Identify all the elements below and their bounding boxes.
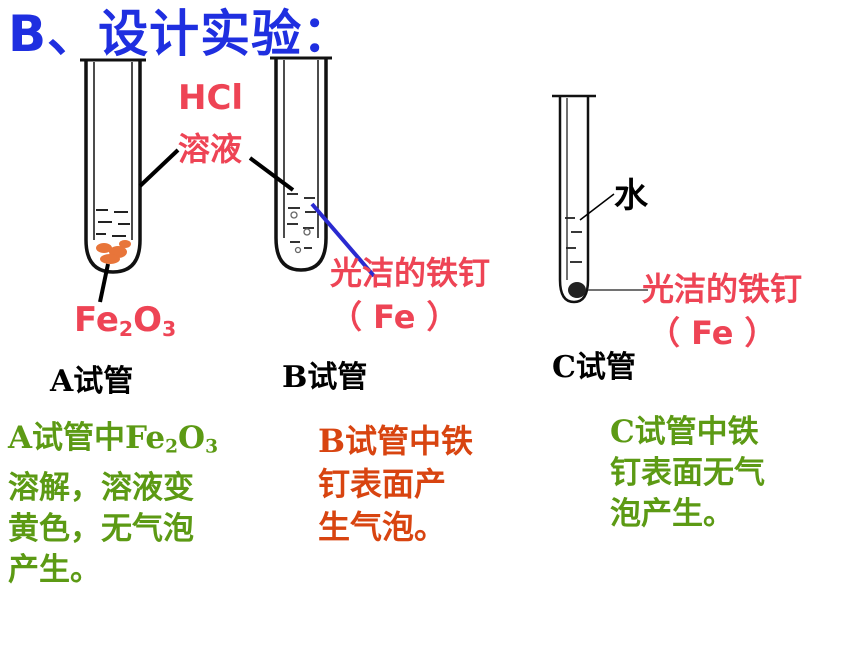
test-tube-b bbox=[270, 56, 332, 272]
fe2o3-powder bbox=[96, 240, 131, 264]
test-tube-a bbox=[80, 58, 146, 274]
observation-c-line1: C试管中铁 bbox=[610, 414, 759, 450]
pointer-nail-b bbox=[310, 202, 376, 278]
tube-c-label: C试管 bbox=[552, 350, 636, 385]
water-label: 水 bbox=[614, 176, 648, 216]
observation-a-line2: 溶解，溶液变 bbox=[8, 469, 194, 506]
observation-b: B试管中铁 钉表面产 生气泡。 bbox=[318, 420, 473, 549]
hcl-label: HCl bbox=[178, 78, 244, 118]
fe2o3-label: Fe2O3 bbox=[74, 300, 177, 342]
hcl-solution-a bbox=[96, 209, 130, 237]
pointer-hcl-b bbox=[248, 156, 295, 192]
observation-b-line3: 生气泡。 bbox=[318, 508, 447, 546]
iron-nail-label-c: 光洁的铁钉 bbox=[642, 270, 803, 308]
observation-b-line2: 钉表面产 bbox=[318, 465, 447, 503]
water-c bbox=[565, 217, 582, 263]
tube-a-label: A试管 bbox=[50, 364, 134, 399]
gas-bubbles bbox=[290, 211, 311, 254]
observation-c-line2: 钉表面无气 bbox=[610, 455, 765, 491]
test-tube-c bbox=[552, 94, 596, 304]
observation-a-line3: 黄色，无气泡 bbox=[8, 510, 194, 547]
solution-label: 溶液 bbox=[178, 130, 243, 168]
observation-a-line1: A试管中Fe2O3 bbox=[8, 420, 219, 458]
pointer-water bbox=[579, 193, 615, 221]
pointer-hcl-a bbox=[138, 148, 180, 188]
iron-nail-c bbox=[568, 282, 586, 298]
tube-b-label: B试管 bbox=[282, 360, 368, 395]
observation-a-line4: 产生。 bbox=[8, 551, 101, 588]
hcl-solution-b bbox=[287, 193, 316, 249]
page-title: B、设计实验： bbox=[8, 5, 354, 63]
observation-c: C试管中铁 钉表面无气 泡产生。 bbox=[610, 412, 765, 535]
fe-label-c: （ Fe ） bbox=[648, 314, 777, 352]
pointer-fe2o3 bbox=[98, 263, 110, 303]
fe-label-b: （ Fe ） bbox=[330, 298, 459, 336]
observation-c-line3: 泡产生。 bbox=[610, 496, 734, 532]
iron-nail-label-b: 光洁的铁钉 bbox=[330, 254, 491, 292]
observation-b-line1: B试管中铁 bbox=[318, 422, 474, 460]
observation-a: A试管中Fe2O3 溶解，溶液变 黄色，无气泡 产生。 bbox=[8, 418, 218, 591]
